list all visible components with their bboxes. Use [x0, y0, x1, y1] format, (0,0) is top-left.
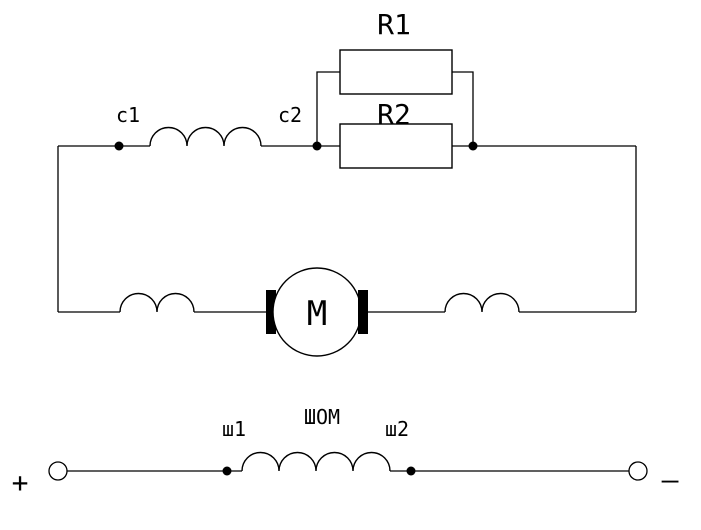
terminal-minus [628, 461, 648, 481]
shunt-coil [241, 451, 391, 472]
label-motor: M [307, 294, 327, 334]
label-c2: c2 [278, 103, 302, 127]
resistor-r2 [339, 123, 453, 169]
compensating-coil-left [119, 292, 195, 313]
label-plus: + [12, 466, 29, 499]
series-branch [58, 126, 636, 151]
resistor-r1 [339, 49, 453, 95]
wire-r1-right [452, 71, 474, 146]
node-w2 [406, 466, 416, 476]
label-w1: ш1 [222, 417, 246, 441]
motor-branch [58, 267, 636, 357]
wire-r1-left [316, 71, 340, 146]
label-r2: R2 [377, 98, 411, 131]
label-r1: R1 [377, 8, 411, 41]
label-minus: — [662, 463, 679, 496]
series-coil [149, 126, 262, 147]
label-shunt: ШОМ [304, 405, 340, 429]
compensating-coil-right [444, 292, 520, 313]
brush-right [358, 290, 368, 334]
node-w1 [222, 466, 232, 476]
brush-left [266, 290, 276, 334]
label-c1: c1 [116, 103, 140, 127]
shunt-branch [48, 451, 648, 481]
terminal-plus [48, 461, 68, 481]
resistor-bank [316, 49, 474, 169]
label-w2: ш2 [385, 417, 409, 441]
node-c1 [114, 141, 124, 151]
